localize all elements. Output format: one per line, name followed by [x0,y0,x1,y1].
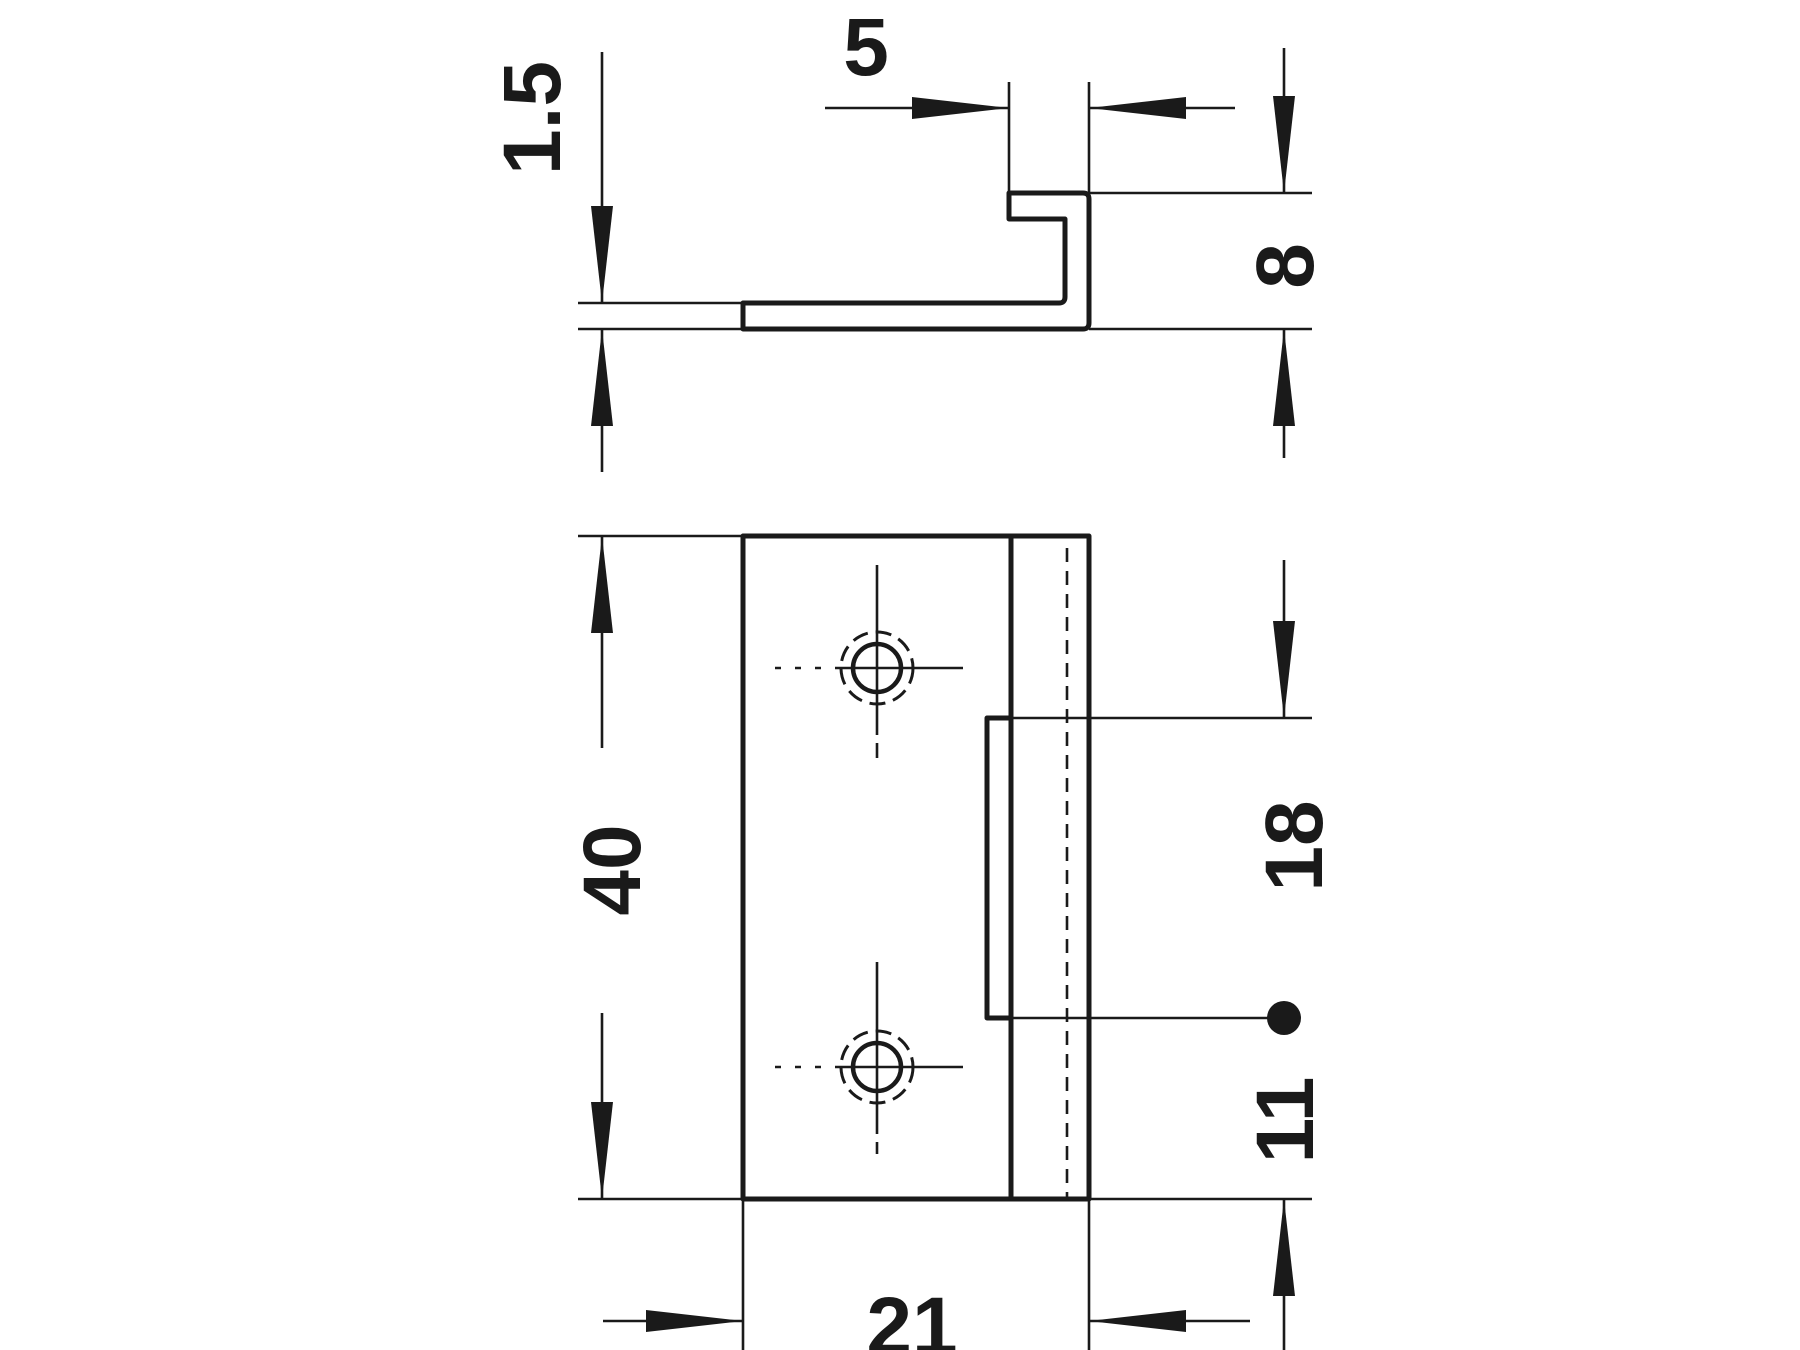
arrowhead-right [912,97,1009,119]
slot-offset-label: 11 [1240,1077,1331,1164]
thickness-dimension: 1.5 [487,52,613,472]
profile-height-dimension: 8 [1240,48,1331,458]
plate-width-dimension: 21 [603,1281,1250,1350]
screw-hole-icon [850,1040,904,1094]
arrowhead-down [591,206,613,303]
side-profile-view: 1.5 5 8 [487,2,1331,472]
slot-outline [984,715,1011,1021]
fixing-hole-upper [775,565,963,758]
arrowhead-right [646,1310,743,1332]
arrowhead-up [591,536,613,633]
arrowhead-left [1089,1310,1186,1332]
profile-height-label: 8 [1240,243,1331,289]
flange-width-label: 5 [843,2,889,93]
flange-width-dimension: 5 [825,2,1235,119]
arrowhead-left [1089,97,1186,119]
slot-spacing-dimension: 18 [1249,560,1340,892]
arrowhead-down [1273,96,1295,193]
arrowhead-down [1273,621,1295,718]
profile-outline [740,190,1092,332]
slot-offset-dimension: 11 [1240,1077,1331,1350]
fixing-hole-lower [775,962,963,1154]
screw-hole-icon [850,641,904,695]
arrowhead-down [591,1102,613,1199]
plate-width-label: 21 [866,1281,957,1350]
plate-outline [740,533,1092,1202]
countersunk-screw-hole-icon [839,630,915,706]
thickness-label: 1.5 [487,61,578,175]
front-plan-view: 40 18 11 21 [567,533,1340,1350]
reference-dot-icon [1267,1001,1301,1035]
arrowhead-up [1273,1199,1295,1296]
arrowhead-up [591,329,613,426]
plate-height-dimension: 40 [567,536,658,1199]
arrowhead-up [1273,329,1295,426]
plate-height-label: 40 [567,824,658,915]
countersunk-screw-hole-icon [839,1029,915,1105]
slot-spacing-label: 18 [1249,800,1340,891]
